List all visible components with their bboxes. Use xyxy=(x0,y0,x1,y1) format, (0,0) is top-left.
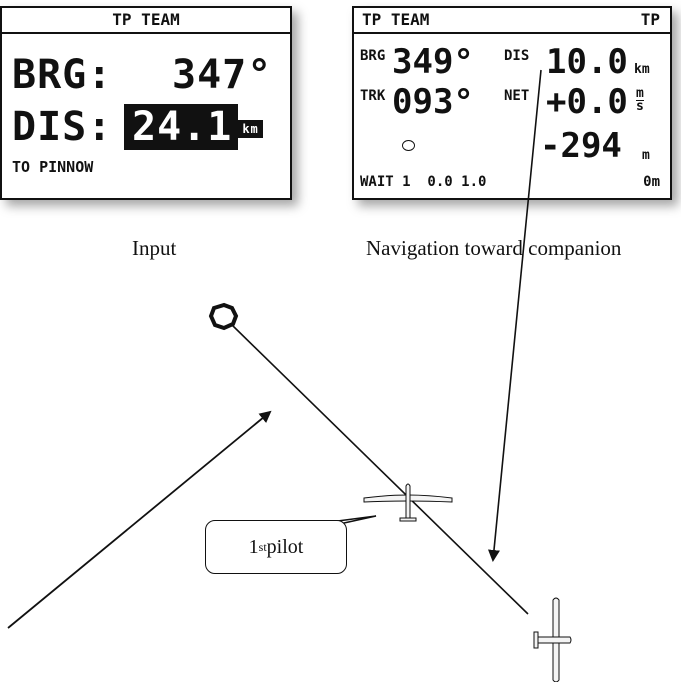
dis-unit: km xyxy=(238,120,262,138)
glider-icon xyxy=(364,484,452,521)
dis-value[interactable]: 24.1 xyxy=(124,104,238,150)
nav-brg-value: 349° xyxy=(392,42,474,82)
nav-net-unit: m s xyxy=(636,88,644,113)
brg-value: 347° xyxy=(172,52,272,98)
nav-brg-label: BRG xyxy=(360,48,385,64)
nav-net-value: +0.0 xyxy=(546,82,628,122)
dis-label: DIS: xyxy=(12,104,112,150)
caption-navigation: Navigation toward companion xyxy=(366,236,621,261)
caption-input: Input xyxy=(132,236,176,261)
nav-dis-value: 10.0 xyxy=(546,42,628,82)
nav-net-label: NET xyxy=(504,88,529,104)
nav-alt-value: -294 xyxy=(540,126,622,166)
callout-number: 1 xyxy=(249,536,259,559)
nav-dis-unit: km xyxy=(634,62,650,77)
nav-alt-unit: m xyxy=(642,148,650,163)
navigation-display-header: TP TEAM TP xyxy=(354,8,670,34)
nav-trk-label: TRK xyxy=(360,88,385,104)
glider-icon xyxy=(534,598,571,682)
nav-dis-label: DIS xyxy=(504,48,529,64)
input-display-title: TP TEAM xyxy=(2,8,290,34)
octagon-turnpoint-icon xyxy=(211,305,236,328)
brg-label: BRG: xyxy=(12,52,112,98)
nav-trk-value: 093° xyxy=(392,82,474,122)
nav-status-alt: 0m xyxy=(643,174,660,190)
navigation-display: TP TEAM TP BRG 349° DIS 10.0 km TRK 093°… xyxy=(352,6,672,200)
circle-icon xyxy=(402,140,415,151)
callout-ordinal: st xyxy=(259,540,267,555)
nav-title-right: TP xyxy=(641,8,660,32)
nav-title-left: TP TEAM xyxy=(362,8,429,32)
target-name: TO PINNOW xyxy=(12,158,93,176)
callout-text: pilot xyxy=(267,536,304,559)
nav-status-row: WAIT 1 0.0 1.0 xyxy=(360,174,486,190)
